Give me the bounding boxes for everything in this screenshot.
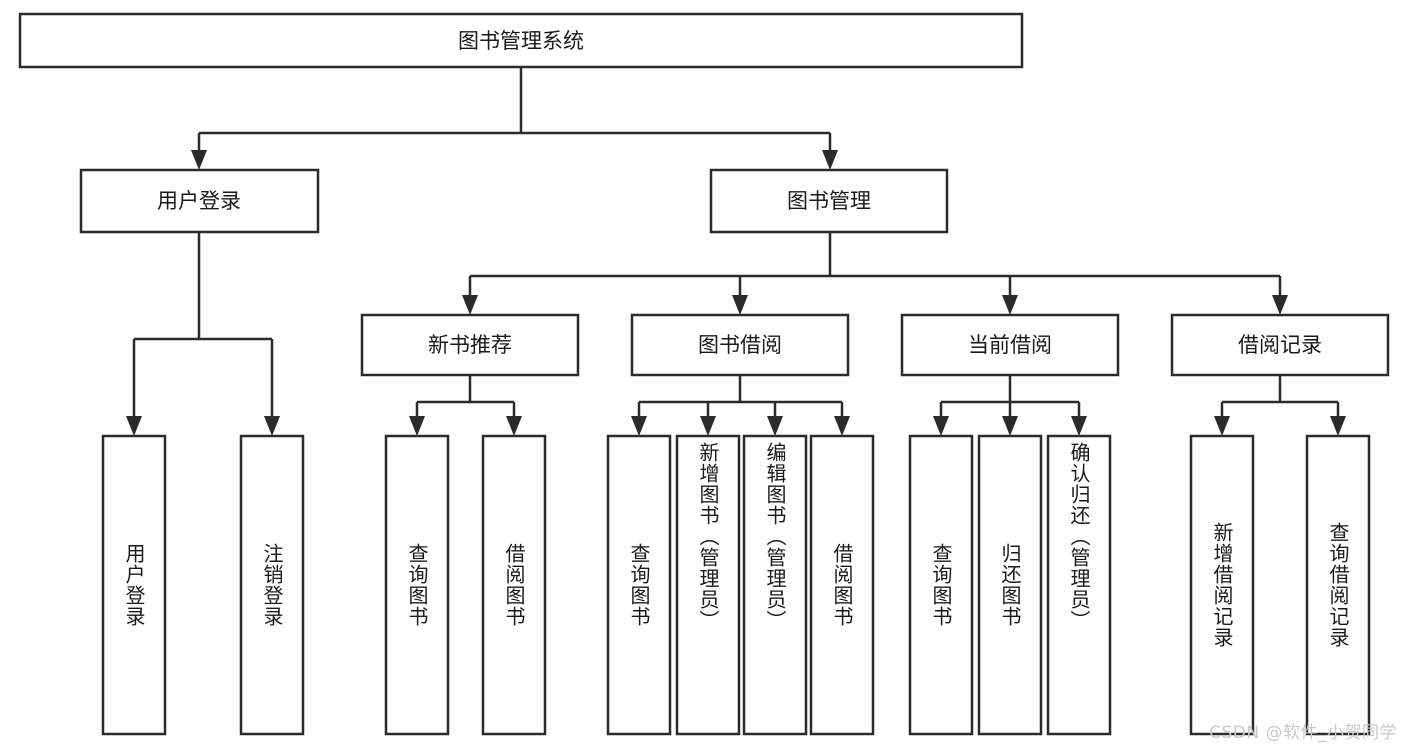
leaf-box-add-record[interactable] — [1189, 434, 1255, 736]
connector-newbook-to-leaves — [409, 375, 522, 436]
connector-root-to-level2 — [191, 67, 838, 170]
node-root-label: 图书管理系统 — [458, 29, 584, 53]
connector-currentborrow-to-leaves — [933, 375, 1087, 436]
node-book-management[interactable]: 图书管理 — [709, 168, 949, 234]
leaf-box-add-book-admin[interactable] — [675, 434, 741, 736]
leaf-boxes — [101, 434, 1371, 736]
leaf-box-logout-login[interactable] — [239, 434, 305, 736]
connector-borrow-to-leaves — [631, 375, 850, 436]
connector-userlogin-to-leaves — [126, 232, 280, 436]
leaf-box-query-book-1[interactable] — [384, 434, 450, 736]
node-book-borrow-label: 图书借阅 — [698, 333, 782, 357]
leaf-box-confirm-return[interactable] — [1046, 434, 1112, 736]
node-current-borrow[interactable]: 当前借阅 — [900, 313, 1120, 377]
node-book-management-label: 图书管理 — [787, 189, 871, 213]
leaf-box-borrow-book-2[interactable] — [809, 434, 875, 736]
node-new-book-recommend[interactable]: 新书推荐 — [360, 313, 580, 377]
leaf-box-edit-book-admin[interactable] — [742, 434, 808, 736]
csdn-watermark: CSDN @软件_小贺同学 — [1209, 723, 1397, 743]
node-root-book-management-system[interactable]: 图书管理系统 — [18, 12, 1024, 69]
node-current-borrow-label: 当前借阅 — [968, 333, 1052, 357]
leaf-box-query-book-3[interactable] — [908, 434, 974, 736]
node-borrow-record[interactable]: 借阅记录 — [1170, 313, 1390, 377]
leaf-box-query-record[interactable] — [1305, 434, 1371, 736]
leaf-box-query-book-2[interactable] — [606, 434, 672, 736]
connector-record-to-leaves — [1214, 375, 1346, 436]
node-user-login[interactable]: 用户登录 — [79, 168, 320, 234]
node-new-book-recommend-label: 新书推荐 — [428, 333, 512, 357]
connector-bookmgmt-to-level3 — [462, 232, 1288, 315]
node-book-borrow[interactable]: 图书借阅 — [630, 313, 850, 377]
leaf-box-return-book[interactable] — [977, 434, 1043, 736]
node-borrow-record-label: 借阅记录 — [1238, 333, 1322, 357]
leaf-box-user-login[interactable] — [101, 434, 167, 736]
node-user-login-label: 用户登录 — [157, 189, 241, 213]
leaf-box-borrow-book-1[interactable] — [481, 434, 547, 736]
